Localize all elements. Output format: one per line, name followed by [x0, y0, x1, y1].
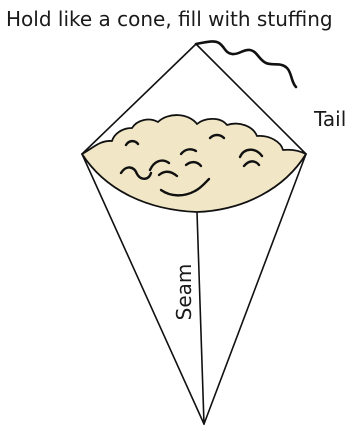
stuffing	[82, 115, 306, 212]
tail-squiggle	[196, 41, 296, 87]
tail-label: Tail	[314, 107, 346, 131]
seam-line	[197, 212, 204, 424]
seam-label: Seam	[172, 262, 196, 322]
instruction-text: Hold like a cone, fill with stuffing	[6, 4, 356, 34]
